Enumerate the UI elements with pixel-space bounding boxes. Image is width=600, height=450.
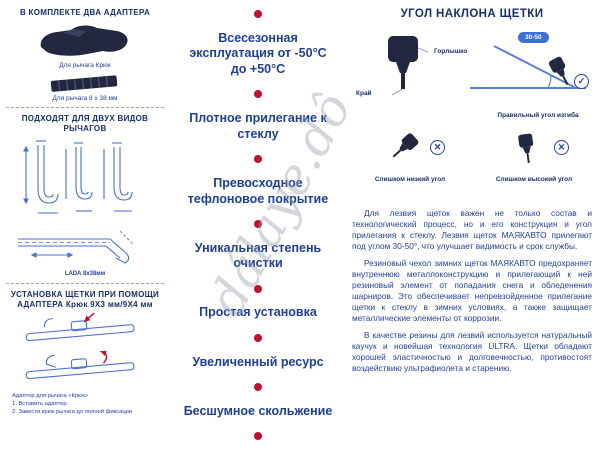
arm-lada-diagram (6, 225, 164, 271)
neck-label: Горлышко (434, 48, 468, 55)
edge-label: Край (356, 90, 372, 97)
arm-lada-drawing (18, 230, 135, 264)
check-icon: ✓ (574, 74, 589, 89)
arms-heading: ПОДХОДЯТ ДЛЯ ДВУХ ВИДОВ РЫЧАГОВ (21, 114, 149, 133)
features-column: Всесезонная эксплуатация от -50°C до +50… (178, 0, 338, 450)
adapter-bar-caption: Для рычага 8 х 38 мм (52, 95, 118, 102)
feature-text: Простая установка (199, 305, 317, 320)
feature-text: Плотное прилегание к стеклу (189, 111, 327, 141)
footnote-step2: 2. Завести крюк рычага до полной фиксаци… (12, 408, 133, 415)
right-column: УГОЛ НАКЛОНА ЩЕТКИ Горлышко Край (350, 6, 594, 444)
correct-angle-image (470, 45, 586, 89)
too-high-angle-image (518, 133, 534, 164)
install-footnote: Адаптер для рычага «Крюк» 1. Вставить ад… (12, 393, 158, 416)
angle-value-badge: 30-50 (518, 32, 549, 43)
feature-text: Превосходное тефлоновое покрытие (187, 175, 329, 206)
arm-hooks-diagram (6, 137, 164, 225)
adapter-bar-image (6, 72, 164, 94)
red-dot (254, 90, 262, 99)
red-dot (254, 155, 262, 164)
install-section: УСТАНОВКА ЩЕТКИ ПРИ ПОМОЩИ АДАПТЕРА Крюк… (6, 283, 164, 416)
x-icon: ✕ (430, 140, 445, 155)
body-paragraph: Резиновый чехол зимних щеток МАЯКАВТО пр… (352, 258, 592, 324)
red-dot (254, 284, 262, 293)
body-paragraph: В качестве резины для лезвий используетс… (352, 330, 592, 374)
too-low-angle-image (392, 133, 419, 158)
red-dot (254, 10, 262, 18)
footnote-title: Адаптер для рычага «Крюк» (12, 393, 89, 400)
angle-heading: УГОЛ НАКЛОНА ЩЕТКИ (400, 8, 544, 20)
angle-diagram-row-correct: Горлышко Край 30-50 ✓ Правильный угол из… (350, 24, 594, 126)
adapter-hook-caption: Для рычага Крюк (59, 62, 111, 69)
lada-label: LADA 8х38мм (6, 271, 164, 278)
feature-text: Уникальная степень очистки (194, 240, 322, 271)
install-heading: УСТАНОВКА ЩЕТКИ ПРИ ПОМОЩИ АДАПТЕРА Крюк… (10, 290, 160, 310)
feature-text: Всесезонная эксплуатация от -50°C до +50… (189, 30, 327, 76)
adapters-heading: В КОМПЛЕКТЕ ДВА АДАПТЕРА (19, 8, 151, 17)
too-low-label: Слишком низкий угол (374, 176, 446, 183)
too-high-label: Слишком высокий угол (495, 176, 573, 183)
install-diagram (6, 313, 164, 391)
red-dot (254, 219, 262, 228)
adapter-hook-silhouette (40, 25, 128, 56)
feature-text: Бесшумное скольжение (183, 403, 333, 418)
left-column: В КОМПЛЕКТЕ ДВА АДАПТЕРА Для рычага Крюк (6, 6, 164, 417)
red-dot (254, 432, 262, 440)
red-dot (254, 333, 262, 342)
correct-angle-label: Правильный угол изгиба (497, 112, 579, 119)
red-dot (254, 382, 262, 391)
feature-text: Увеличенный ресурс (192, 354, 324, 369)
arms-section: ПОДХОДЯТ ДЛЯ ДВУХ ВИДОВ РЫЧАГОВ (6, 107, 164, 278)
arm-hooks-drawing (23, 140, 133, 214)
adapter-hook-image (6, 21, 164, 61)
adapter-bar-silhouette (50, 75, 118, 92)
footnote-step1: 1. Вставить адаптер. (12, 401, 69, 407)
body-paragraph: Для лезвия щеток важен не только состав … (352, 208, 592, 252)
x-icon: ✕ (554, 140, 569, 155)
lada-name: LADA (64, 271, 82, 277)
install-drawing (25, 313, 135, 380)
angle-diagram-row-wrong: ✕ Слишком низкий угол ✕ Слишком высокий … (350, 126, 594, 208)
lada-size: 8х38мм (82, 271, 106, 277)
wiper-profile-image (388, 36, 429, 96)
